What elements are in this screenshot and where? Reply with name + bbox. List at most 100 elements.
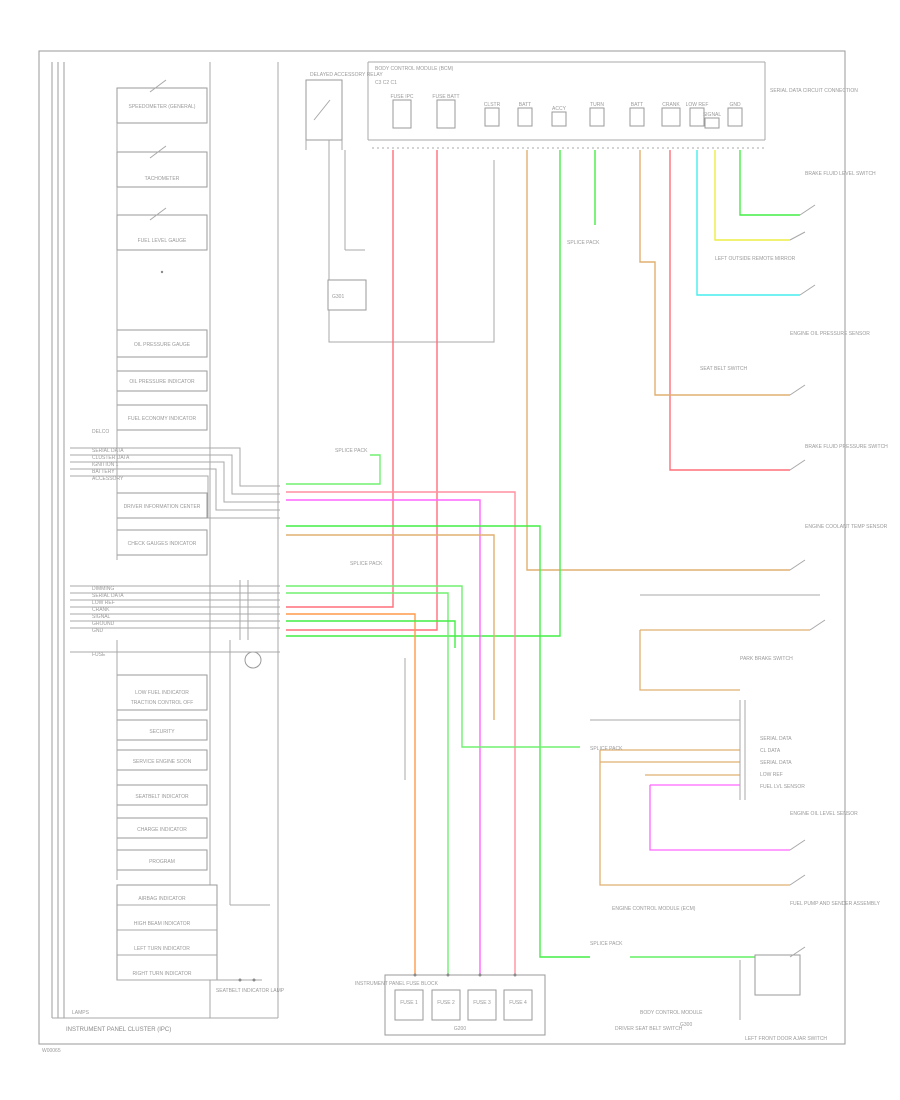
bottom-right-ground: G300 [680,1022,692,1028]
wire-tan-5 [599,749,790,886]
indicator-list-upper [116,300,208,560]
splice-5: SPLICE PACK [590,941,623,947]
fuse-label-10: SIGNAL [703,112,722,118]
left-sig-8: SERIAL DATA [92,593,124,599]
right-comp-1: BRAKE FLUID LEVEL SWITCH [805,171,876,177]
cluster-item-7: DRIVER INFORMATION CENTER [124,504,201,510]
left-sig-3: CLUSTER DATA [92,455,130,461]
relay-label: DELAYED ACCESSORY RELAY [310,72,383,78]
fuse-label-2: FUSE BATT [432,94,459,100]
right-sig-2: CL DATA [760,748,781,754]
right-sig-1: SERIAL DATA [760,736,792,742]
cluster-item-15: PROGRAM [149,859,175,865]
right-comp-9: FUEL PUMP AND SENDER ASSEMBLY [790,901,881,907]
right-comp-3: ENGINE OIL PRESSURE SENSOR [790,331,870,337]
wire-tan-3 [286,534,495,720]
bottom-fuse-block: INSTRUMENT PANEL FUSE BLOCK FUSE 1 FUSE … [355,973,703,1036]
wire-orange-1 [286,613,416,975]
left-sig-9: LOW REF [92,600,115,606]
bottom-ground: G200 [454,1026,466,1032]
switch-symbols [789,204,826,958]
right-comp-7: PARK BRAKE SWITCH [740,656,793,662]
wire-gray-right [590,594,820,721]
cluster-item-13: SEATBELT INDICATOR [135,794,189,800]
left-sig-1: DELCO [92,429,109,435]
splice-3: SPLICE PACK [350,561,383,567]
cluster-item-10: TRACTION CONTROL OFF [131,700,194,706]
cluster-item-4: OIL PRESSURE GAUGE [134,342,191,348]
wire-tan-2 [639,150,790,396]
instrument-panel-cluster: SPEEDOMETER (GENERAL) TACHOMETER FUEL LE… [42,62,285,1054]
wire-pink-1 [286,491,516,975]
fuse-label-3: CLSTR [484,102,501,108]
left-sig-7: DIMMING [92,586,114,592]
wire-cyan-1 [696,150,800,296]
cluster-item-18: LEFT TURN INDICATOR [134,946,190,952]
wire-yellow-1 [714,150,790,241]
cluster-item-11: SECURITY [149,729,175,735]
right-comp-5: BRAKE FLUID PRESSURE SWITCH [805,444,888,450]
bottom-pin-3: FUSE 3 [473,1000,491,1006]
fuse-label-5: ACCY [552,106,567,112]
splice-1: SPLICE PACK [335,448,368,454]
cluster-item-20: SEATBELT INDICATOR LAMP [216,988,285,994]
top-module: BODY CONTROL MODULE (BCM) C3 C2 C1 SERIA… [305,61,858,343]
splice-4: SPLICE PACK [590,746,623,752]
bcm-right-note: SERIAL DATA CIRCUIT CONNECTION [770,88,858,94]
wire-red-3 [669,150,790,471]
right-comp-12: DRIVER SEAT BELT SWITCH [615,1026,683,1032]
wire-tan-4 [639,629,810,691]
left-sig-10: CRANK [92,607,110,613]
footer-id: W00065 [42,1048,61,1054]
wire-green-1 [286,150,561,637]
cluster-item-8: CHECK GAUGES INDICATOR [128,541,197,547]
cluster-item-2: TACHOMETER [145,176,180,182]
wire-green-8 [286,620,456,648]
fuse-label-4: BATT [519,102,531,108]
bottom-block-label: INSTRUMENT PANEL FUSE BLOCK [355,981,439,987]
bottom-right-note: BODY CONTROL MODULE [640,1010,703,1016]
cluster-lamps-label: LAMPS [72,1010,90,1016]
wire-green-7 [286,592,449,975]
wire-red-1 [286,150,394,608]
wire-magenta-2 [649,784,790,851]
cluster-item-1: SPEEDOMETER (GENERAL) [129,104,196,110]
left-sig-14: FUSE [92,652,106,658]
right-comp-2: LEFT OUTSIDE REMOTE MIRROR [715,256,796,262]
fuse-label-8: CRANK [662,102,680,108]
wire-green-3 [739,150,800,216]
left-sig-4: IGNITION 1 [92,462,119,468]
left-sig-5: BATTERY [92,469,115,475]
right-components: BRAKE FLUID LEVEL SWITCH LEFT OUTSIDE RE… [612,171,888,1042]
wire-magenta-1 [286,499,481,975]
left-sig-6: ACCESSORY [92,476,124,482]
cluster-item-3: FUEL LEVEL GAUGE [138,238,187,244]
cluster-item-14: CHARGE INDICATOR [137,827,187,833]
cluster-item-17: HIGH BEAM INDICATOR [134,921,191,927]
splice-packs: SPLICE PACK SPLICE PACK SPLICE PACK SPLI… [335,240,801,1020]
left-sig-11: SIGNAL [92,614,111,620]
right-sig-4: LOW REF [760,772,783,778]
splice-2: SPLICE PACK [567,240,600,246]
cluster-title: INSTRUMENT PANEL CLUSTER (IPC) [66,1027,171,1033]
right-comp-11: LEFT FRONT DOOR AJAR SWITCH [745,1036,827,1042]
right-sig-5: FUEL LVL SENSOR [760,784,805,790]
cluster-item-9: LOW FUEL INDICATOR [135,690,189,696]
right-comp-10: ENGINE CONTROL MODULE (ECM) [612,906,696,912]
ground-label: G301 [332,294,344,300]
wire-tan-1 [526,150,790,571]
left-sig-12: GROUND [92,621,115,627]
cluster-item-19: RIGHT TURN INDICATOR [132,971,191,977]
wire-green-6 [286,585,580,748]
fuse-label-1: FUSE IPC [390,94,413,100]
wire-red-2 [286,150,438,631]
diagram-frame [38,50,846,1045]
right-comp-4: SEAT BELT SWITCH [700,366,748,372]
indicator-list-lower [116,640,262,982]
gauge-switch-boxes [116,79,208,300]
left-sig-2: SERIAL DATA [92,448,124,454]
bcm-connector: C3 C2 C1 [375,80,397,86]
cluster-item-5: OIL PRESSURE INDICATOR [129,379,195,385]
bcm-title: BODY CONTROL MODULE (BCM) [375,66,454,72]
cluster-item-16: AIRBAG INDICATOR [138,896,186,902]
